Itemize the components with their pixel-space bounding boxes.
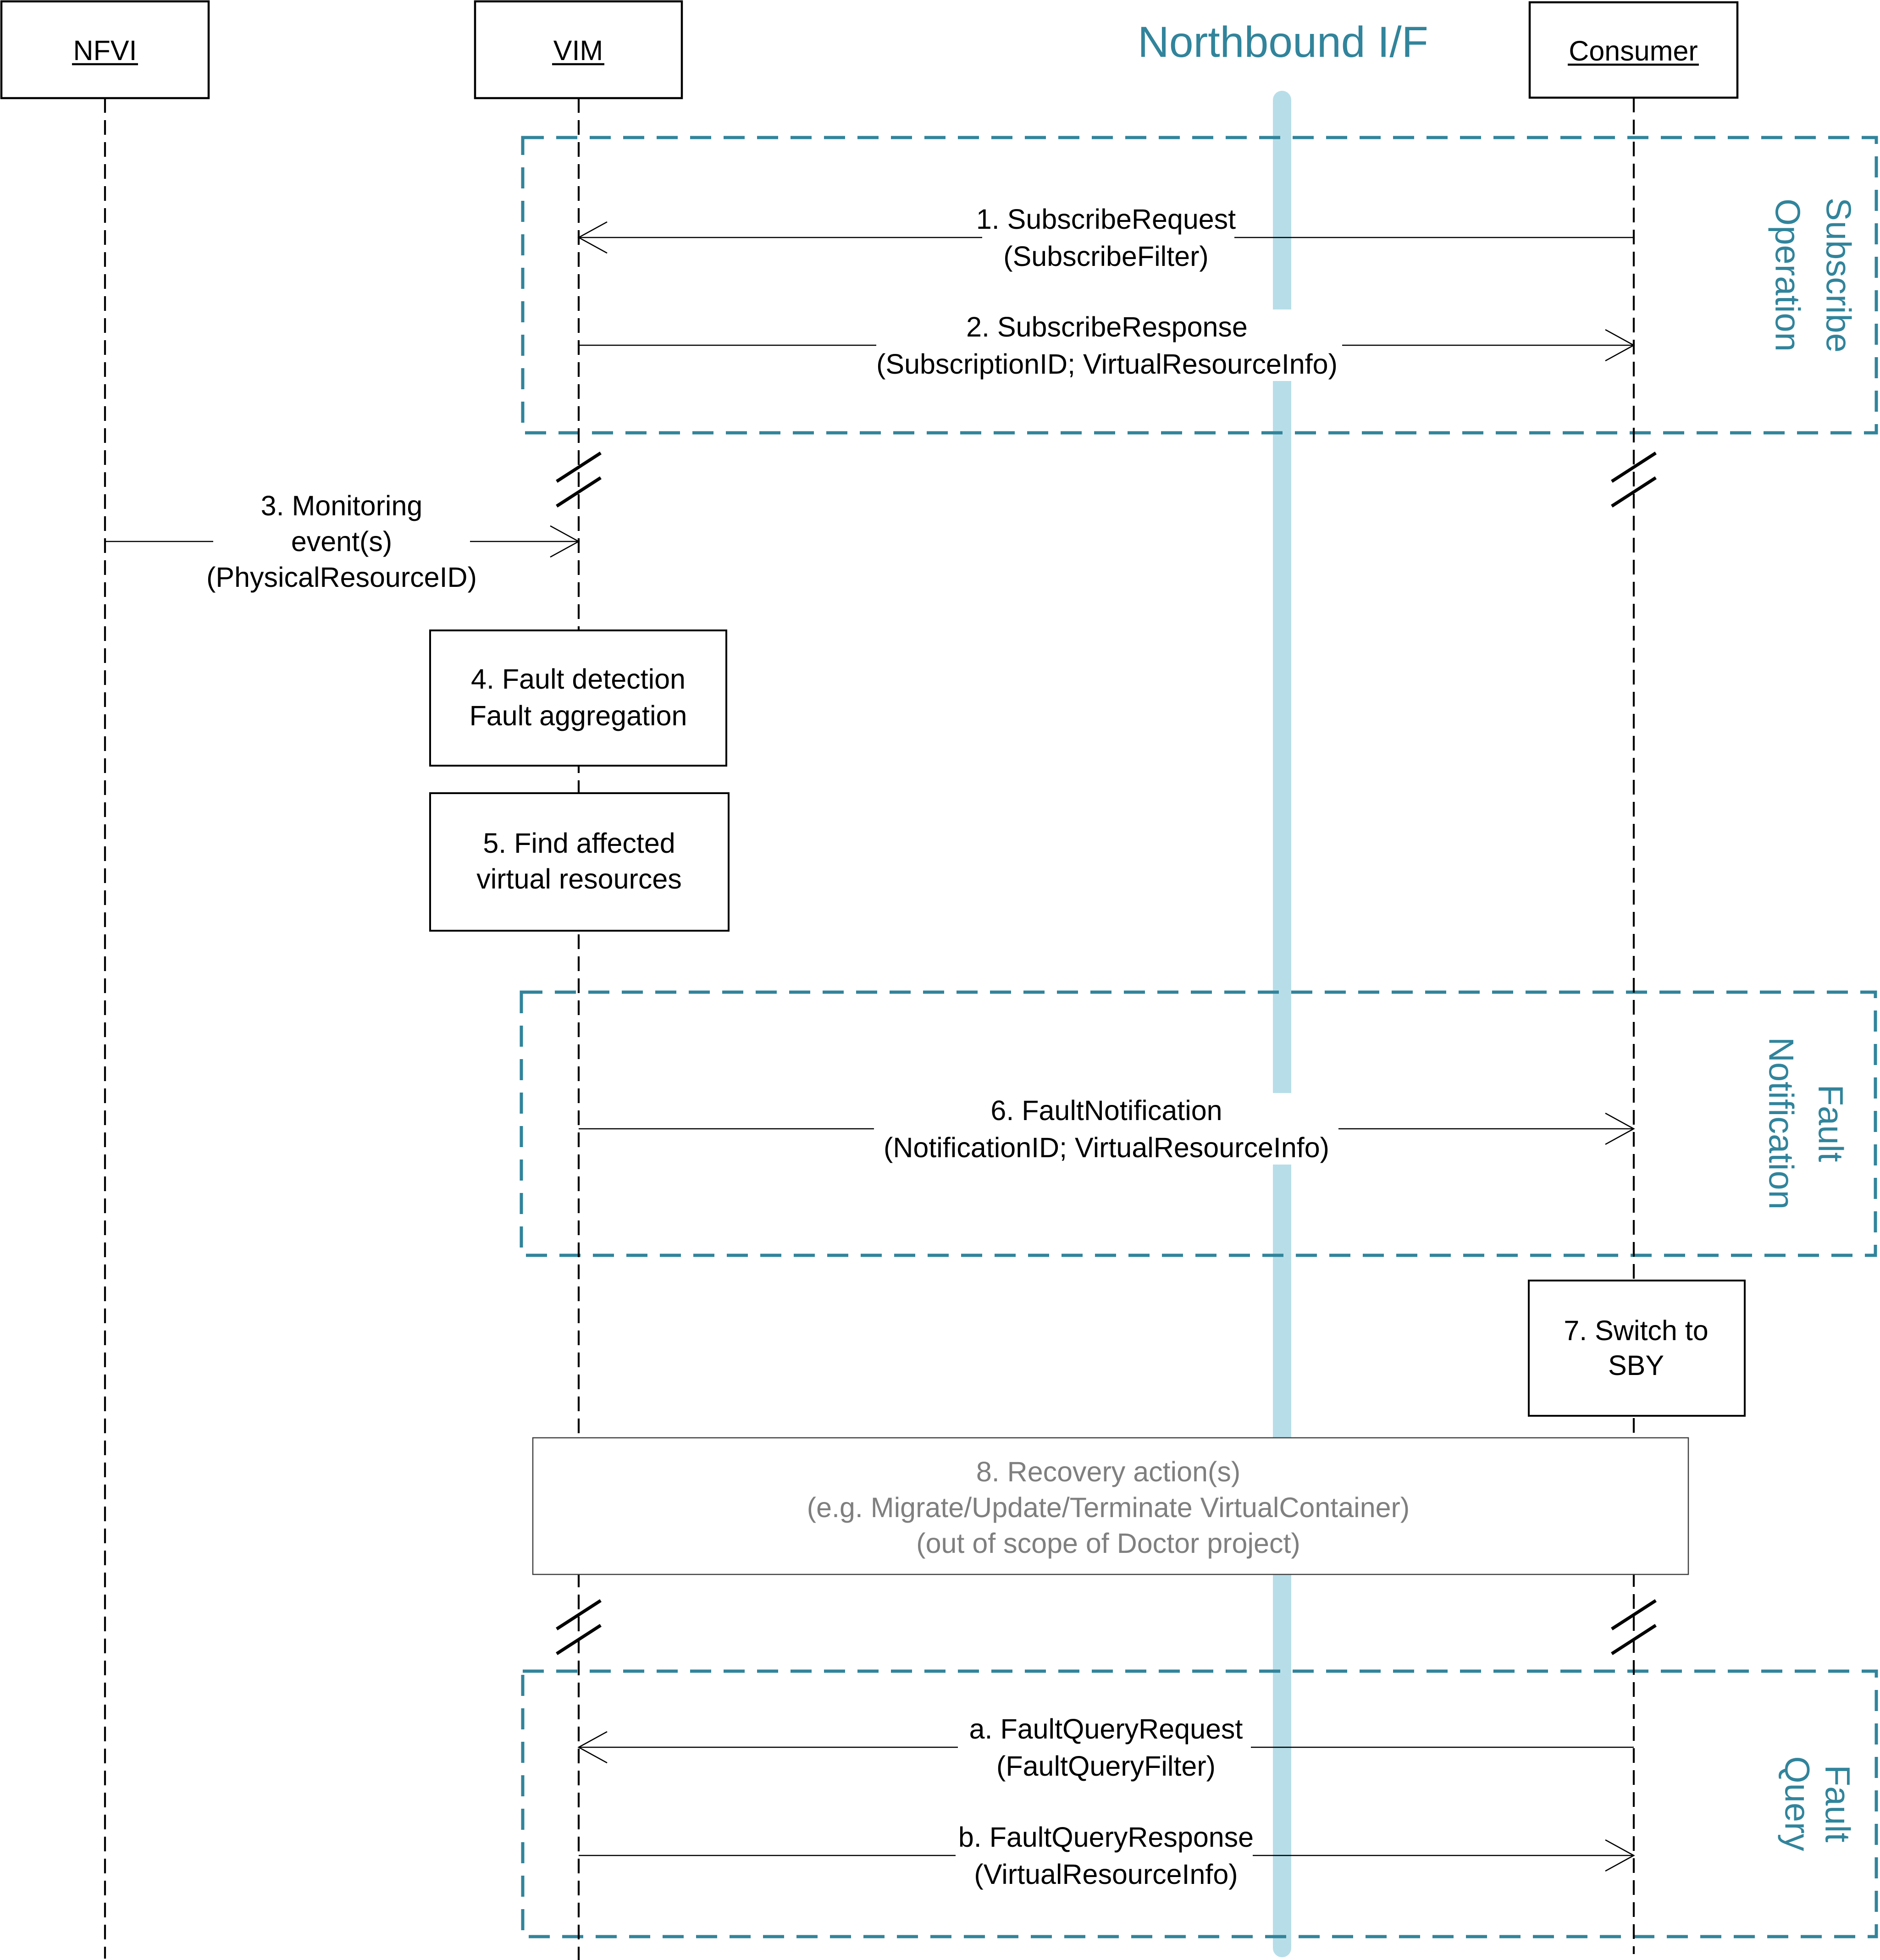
svg-text:(VirtualResourceInfo): (VirtualResourceInfo) <box>974 1859 1238 1890</box>
svg-text:Fault: Fault <box>1818 1765 1857 1843</box>
svg-text:(FaultQueryFilter): (FaultQueryFilter) <box>996 1750 1216 1782</box>
svg-text:3. Monitoring: 3. Monitoring <box>261 490 423 521</box>
svg-text:a. FaultQueryRequest: a. FaultQueryRequest <box>969 1713 1243 1745</box>
svg-text:(NotificationID; VirtualResour: (NotificationID; VirtualResourceInfo) <box>884 1132 1329 1163</box>
svg-text:Consumer: Consumer <box>1569 35 1698 66</box>
svg-text:NFVI: NFVI <box>73 35 137 66</box>
svg-text:(out of scope of Doctor projec: (out of scope of Doctor project) <box>916 1528 1300 1559</box>
svg-text:Fault aggregation: Fault aggregation <box>470 700 687 731</box>
svg-text:(e.g. Migrate/Update/Terminate: (e.g. Migrate/Update/Terminate VirtualCo… <box>807 1492 1410 1523</box>
svg-text:(SubscribeFilter): (SubscribeFilter) <box>1003 241 1208 272</box>
svg-text:6. FaultNotification: 6. FaultNotification <box>990 1095 1222 1126</box>
svg-text:(PhysicalResourceID): (PhysicalResourceID) <box>206 562 477 593</box>
svg-text:4. Fault detection: 4. Fault detection <box>471 663 686 695</box>
svg-text:Operation: Operation <box>1768 199 1807 352</box>
svg-text:7. Switch to: 7. Switch to <box>1564 1315 1708 1346</box>
svg-text:virtual resources: virtual resources <box>476 863 682 894</box>
svg-text:8. Recovery action(s): 8. Recovery action(s) <box>976 1456 1240 1487</box>
svg-text:Notification: Notification <box>1762 1037 1801 1209</box>
svg-text:(SubscriptionID; VirtualResour: (SubscriptionID; VirtualResourceInfo) <box>876 348 1338 380</box>
svg-text:Northbound I/F: Northbound I/F <box>1138 18 1428 66</box>
svg-text:event(s): event(s) <box>291 526 392 557</box>
svg-text:Query: Query <box>1778 1756 1817 1851</box>
svg-text:1. SubscribeRequest: 1. SubscribeRequest <box>976 204 1236 235</box>
svg-text:5. Find affected: 5. Find affected <box>483 828 675 859</box>
svg-text:Subscribe: Subscribe <box>1819 198 1858 353</box>
svg-text:SBY: SBY <box>1608 1350 1664 1381</box>
svg-text:Fault: Fault <box>1811 1085 1850 1162</box>
svg-text:VIM: VIM <box>553 35 603 66</box>
svg-text:2. SubscribeResponse: 2. SubscribeResponse <box>966 311 1248 342</box>
svg-text:b. FaultQueryResponse: b. FaultQueryResponse <box>958 1822 1254 1853</box>
